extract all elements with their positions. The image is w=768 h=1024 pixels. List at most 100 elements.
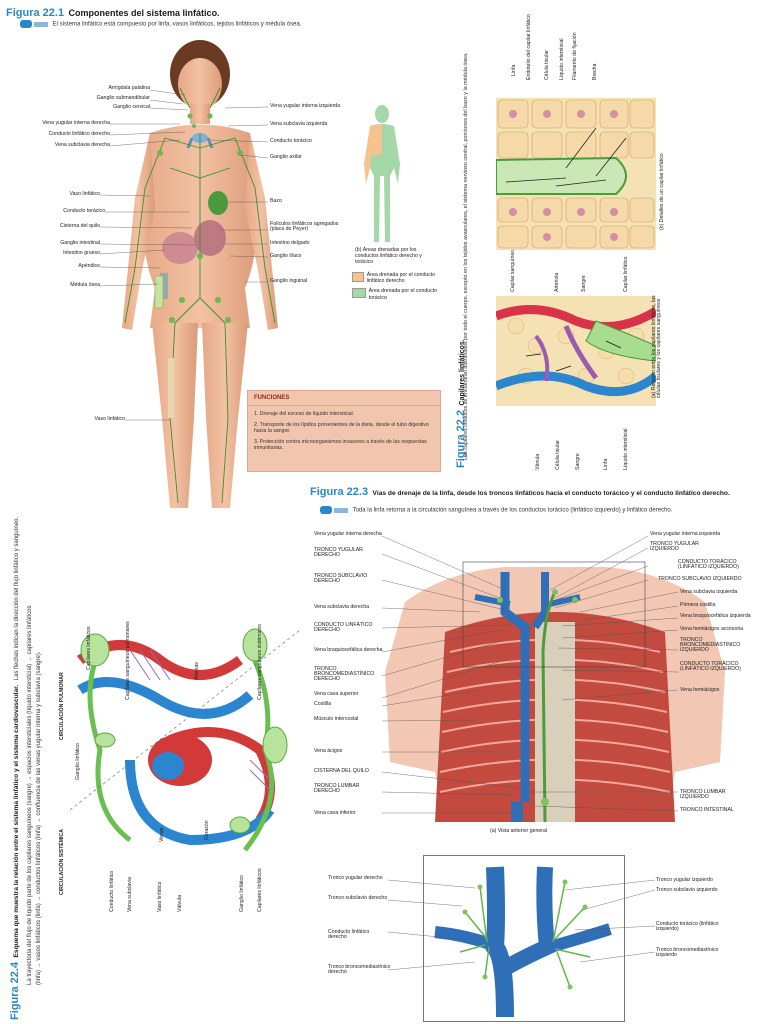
fig223-detail-label: Tronco yugular derecho: [328, 875, 383, 881]
fig224-title: Esquema que muestra la relación entre el…: [13, 684, 20, 958]
fig221-drainage-figure: [364, 105, 400, 242]
fig222-panel-a-label: (a) Relación entre los capilares linfáti…: [651, 295, 663, 398]
fig223-label: Vena subclavia derecha: [314, 604, 370, 610]
fig224-label: Válvula: [177, 894, 183, 912]
fig223-label: TRONCO SUBCLAVIO DERECHO: [314, 573, 368, 585]
fig224-label: Capilares sanguíneos pulmonares: [125, 621, 131, 700]
fig223-leader-lines: [381, 535, 679, 814]
fig222-caption: Los capilares linfáticos se encuentran d…: [463, 52, 469, 460]
fig224-circulation-diagram: [70, 628, 300, 852]
fig223-label: TRONCO BRONCOMEDIASTÍNICO DERECHO: [314, 666, 375, 683]
fig222-bottom-label: Líquido intersticial: [623, 428, 629, 470]
fig223-detail-label: Conducto linfático derecho: [328, 929, 370, 941]
fig221-functions-box: FUNCIONES 1. Drenaje del exceso de líqui…: [247, 390, 441, 472]
fig222-mid-label: Sangre: [581, 275, 587, 292]
fig223-caption: Toda la linfa retorna a la circulación s…: [352, 507, 673, 514]
fig223-detail-label: Tronco subclavio izquierdo: [656, 887, 718, 893]
fig221-label: Vena subclavia izquierda: [270, 121, 328, 127]
fig223-detail-label: Tronco subclavio derecho: [328, 895, 388, 901]
fig224-label: Vena subclavia: [127, 877, 133, 912]
fig223-detail-label: Tronco yugular izquierdo: [656, 877, 713, 883]
fig223-detail-leader-lines: [387, 879, 656, 971]
legend-label: Área drenada por el conducto linfático d…: [366, 272, 436, 285]
function-item: 2. Transporte de los lípidos proveniente…: [254, 421, 429, 435]
fig222-top-label: Filamento de fijación: [572, 32, 578, 80]
fig221-label: Ganglio inguinal: [270, 278, 308, 284]
fig221-title: Componentes del sistema linfático.: [68, 8, 220, 18]
fig221-caption: El sistema linfático está compuesto por …: [52, 21, 302, 28]
fig223-label: Vena braquiocefálica derecha: [314, 647, 383, 653]
fig221-label: Bazo: [270, 198, 282, 204]
fig221-legend: Área drenada por el conducto linfático d…: [352, 272, 442, 301]
fig222-bottom-label: Linfa: [603, 458, 609, 470]
fig223-label: Primera costilla: [680, 602, 716, 608]
fig221-label: Intestino grueso: [63, 250, 100, 256]
fig221-label: Vena yugular interna izquierda: [270, 103, 341, 109]
legend-label: Área drenada por el conducto torácico: [368, 288, 438, 301]
fig223-label: TRONCO YUGULAR DERECHO: [314, 547, 363, 559]
fig224-title-tail: Las flechas indican la dirección del flu…: [14, 516, 20, 681]
fig223-label: CONDUCTO LINFÁTICO DERECHO: [314, 622, 373, 634]
fig223-label: TRONCO YUGULAR IZQUIERDO: [650, 541, 699, 553]
fig224-label: CIRCULACIÓN PULMONAR: [59, 672, 65, 740]
fig224-label: Capilares sanguíneos sistémicos: [257, 624, 263, 700]
fig221-label: Conducto torácico: [63, 208, 105, 214]
fig223-label: Vena hemiácigos: [680, 687, 720, 693]
fig221-leader-lines: [99, 89, 269, 421]
fig222-top-label: Brecha: [592, 63, 598, 80]
legend-swatch-green: [352, 288, 366, 299]
fig223-label: CONDUCTO TORÁCICO (LINFÁTICO IZQUIERDO): [678, 559, 739, 571]
fig221-label: Amígdala palatina: [108, 85, 150, 91]
fig224-number: Figura 22.4: [9, 961, 21, 1020]
fig223-label: Vena hemiácigos accesoria: [680, 626, 744, 632]
fig223-label: TRONCO BRONCOMEDIASTÍNICO IZQUIERDO: [680, 637, 741, 654]
legend-item-right-duct: Área drenada por el conducto linfático d…: [352, 272, 442, 284]
functions-header: FUNCIONES: [248, 391, 440, 406]
key-concept-bar-icon: [334, 507, 348, 513]
fig221-label: Ganglio ilíaco: [270, 253, 302, 259]
fig221-label: Ganglio cervical: [113, 104, 150, 110]
fig224-label: Capilares linfáticos: [257, 868, 263, 912]
fig223-header: Figura 22.3 Vías de drenaje de la linfa,…: [310, 482, 765, 500]
key-concept-icon: [20, 20, 32, 28]
fig223-label: CONDUCTO TORÁCICO (LINFÁTICO IZQUIERDO): [680, 661, 741, 673]
fig224-label: CIRCULACIÓN SISTÉMICA: [59, 829, 65, 895]
fig223-title: Vías de drenaje de la linfa, desde los t…: [372, 490, 730, 497]
fig224-label: Corazón: [204, 820, 210, 840]
key-concept-bar-icon: [34, 21, 48, 27]
fig223-label: TRONCO INTESTINAL: [680, 807, 734, 813]
fig223-thorax-illustration: [385, 561, 725, 822]
fig224-label: Ganglio linfático: [75, 743, 81, 780]
fig223-caption-row: Toda la linfa retorna a la circulación s…: [320, 506, 760, 514]
fig223-detail-illustration: [434, 866, 612, 1018]
fig222-bottom-label: Vénula: [535, 453, 541, 470]
fig222-top-label: Célula tisular: [544, 50, 550, 80]
fig221-label: Vaso linfático: [69, 191, 100, 197]
fig223-detail-label: Conducto torácico (linfático izquierdo): [656, 921, 719, 933]
fig223-label: TRONCO LUMBAR IZQUIERDO: [680, 789, 726, 801]
fig221-label: Vena yugular interna derecha: [42, 120, 110, 126]
fig223-detail-label: Tronco broncomediastínico derecho: [328, 964, 391, 976]
fig222-capillary-detail: [496, 98, 656, 250]
fig221-label: Médula ósea: [70, 282, 100, 288]
fig224-caption-2: (linfa) → vasos linfáticos (linfa) → con…: [36, 651, 42, 985]
key-concept-icon: [320, 506, 332, 514]
fig221-header: Figura 22.1 Componentes del sistema linf…: [6, 3, 426, 21]
fig224-header: Figura 22.4 Esquema que muestra la relac…: [5, 516, 23, 1020]
fig223-label: Vena subclavia izquierda: [680, 589, 738, 595]
fig221-label: Cisterna del quilo: [59, 223, 100, 229]
fig221-label: Intestino delgado: [270, 240, 310, 246]
fig223-detail-label: Tronco broncomediastínico izquierdo: [656, 947, 719, 959]
fig223-label: Músculo intercostal: [314, 716, 359, 722]
fig223-label: TRONCO LUMBAR DERECHO: [314, 783, 360, 795]
fig221-label: Vena subclavia derecha: [54, 142, 110, 148]
fig221-label: Vaso linfático: [94, 416, 125, 422]
fig221-label: Ganglio axilar: [270, 154, 302, 160]
fig223-panel-a-label: (a) Vista anterior general: [490, 828, 547, 834]
fig221-label: Conducto torácico: [270, 138, 312, 144]
fig223-label: CISTERNA DEL QUILO: [314, 768, 369, 774]
fig223-label: Vena braquiocefálica izquierda: [680, 613, 751, 619]
fig223-label: Costilla: [314, 701, 332, 707]
fig222-top-label: Linfa: [511, 64, 517, 76]
fig222-top-label: Endotelio del capilar linfático: [526, 14, 532, 80]
